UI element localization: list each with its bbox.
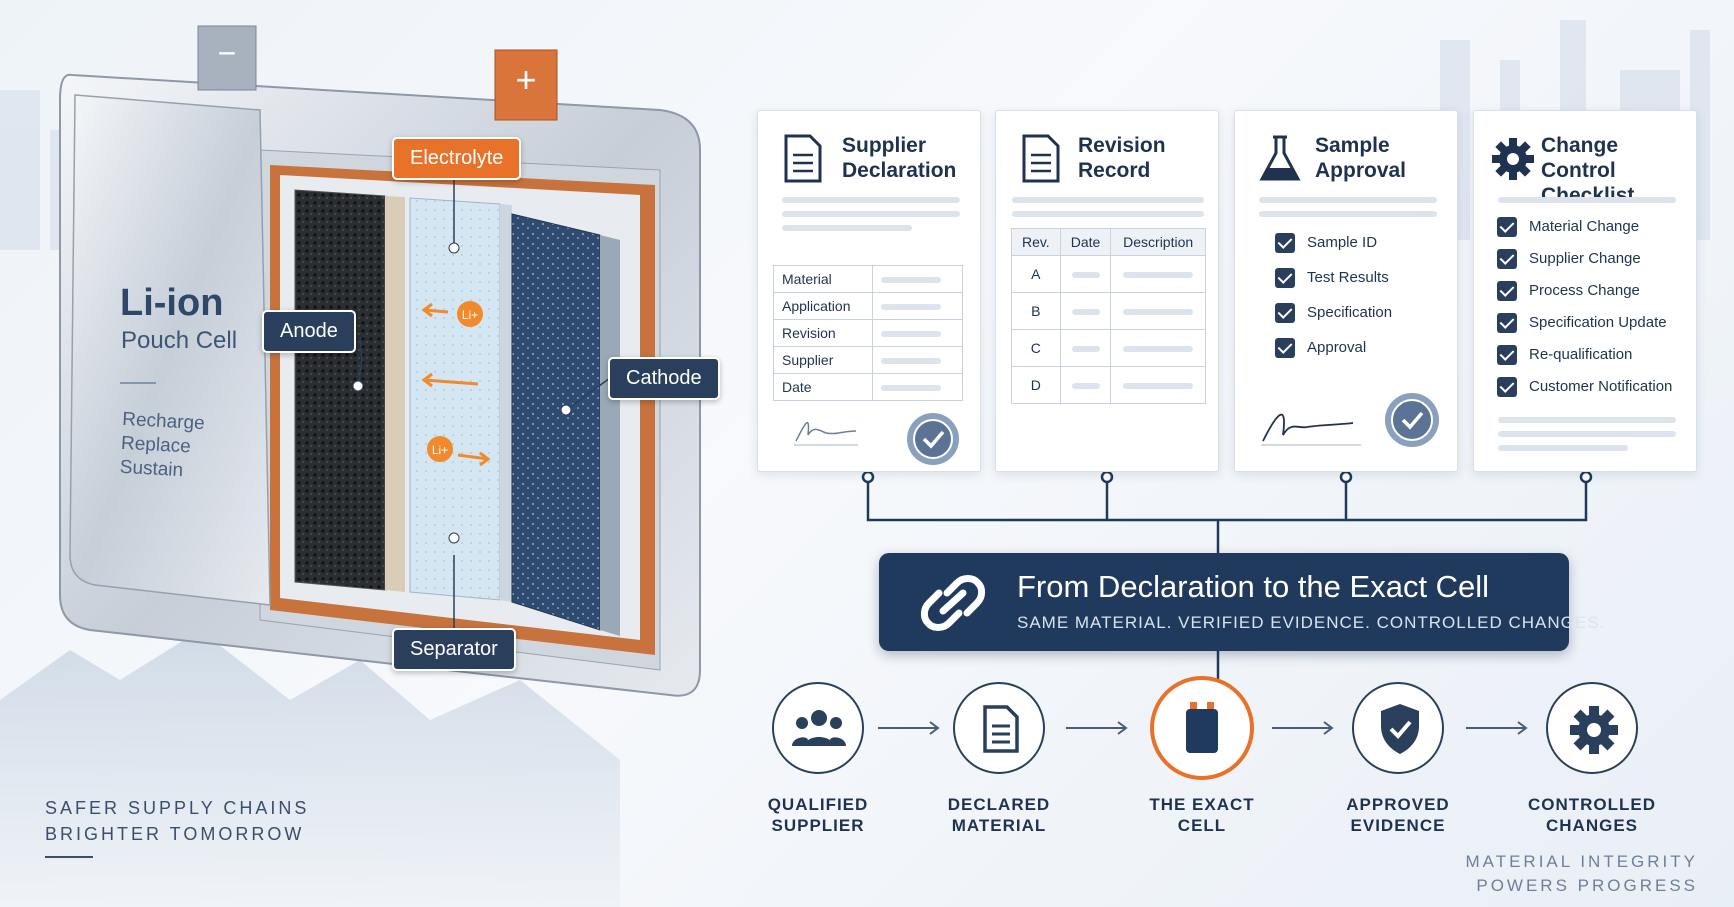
document-icon xyxy=(983,705,1019,753)
table-row: A xyxy=(1011,255,1206,293)
approval-seal-icon xyxy=(1385,393,1439,447)
checklist-item: Supplier Change xyxy=(1497,249,1641,269)
declaration-banner: From Declaration to the Exact Cell SAME … xyxy=(879,553,1604,651)
checklist-item: Material Change xyxy=(1497,217,1639,237)
positive-terminal-sign: + xyxy=(515,59,536,100)
tagline-left: SAFER SUPPLY CHAINS BRIGHTER TOMORROW xyxy=(45,795,309,847)
field-label: Date xyxy=(772,373,874,401)
tagline-rule xyxy=(45,856,93,858)
table-row: D xyxy=(1011,366,1206,404)
tagline-line: BRIGHTER TOMORROW xyxy=(45,824,305,844)
card-title: Revision Record xyxy=(1078,134,1166,182)
sample-approval-card: Sample Approval Sample ID Test Results S… xyxy=(1234,110,1458,472)
pointer-lines xyxy=(357,172,611,628)
people-icon xyxy=(792,710,846,746)
lithium-ions xyxy=(427,301,483,462)
checklist-item: Customer Notification xyxy=(1497,377,1672,397)
tagline-right: MATERIAL INTEGRITY POWERS PROGRESS xyxy=(1465,850,1698,898)
cathode-label: Cathode xyxy=(608,357,720,400)
checked-checkbox-icon xyxy=(1275,233,1295,253)
column-header: Description xyxy=(1110,228,1206,256)
electrolyte-label: Electrolyte xyxy=(392,137,522,180)
checklist-item: Test Results xyxy=(1275,268,1389,288)
step-arrows xyxy=(878,721,1528,735)
svg-text:Li+: Li+ xyxy=(432,443,448,457)
revision-table: Rev. Date Description A B C D xyxy=(1011,228,1206,404)
field-label: Application xyxy=(772,292,874,320)
shield-check-icon xyxy=(1381,704,1419,754)
checked-checkbox-icon xyxy=(1497,345,1517,365)
checked-checkbox-icon xyxy=(1497,313,1517,333)
document-icon xyxy=(784,134,822,183)
checklist-item: Process Change xyxy=(1497,281,1640,301)
field-label: Supplier xyxy=(772,346,874,374)
checked-checkbox-icon xyxy=(1497,377,1517,397)
banner-subtitle: SAME MATERIAL. VERIFIED EVIDENCE. CONTRO… xyxy=(1017,613,1606,632)
tagline-line: POWERS PROGRESS xyxy=(1476,876,1698,895)
negative-terminal-sign: − xyxy=(218,35,237,71)
battery-icon xyxy=(1186,702,1218,753)
checked-checkbox-icon xyxy=(1497,217,1517,237)
checklist-item: Re-qualification xyxy=(1497,345,1632,365)
svg-text:Li+: Li+ xyxy=(462,308,478,322)
checked-checkbox-icon xyxy=(1497,281,1517,301)
anode-label: Anode xyxy=(262,310,356,353)
approval-seal-icon xyxy=(907,413,959,465)
signature xyxy=(1261,413,1361,446)
checklist-item: Specification xyxy=(1275,303,1392,323)
cell-title: Li-ion xyxy=(120,282,224,324)
signature xyxy=(794,422,858,446)
mountains xyxy=(0,630,620,907)
supplier-declaration-card: Supplier Declaration Material Applicatio… xyxy=(757,110,981,472)
declaration-fields-table: Material Application Revision Supplier D… xyxy=(772,265,963,401)
checklist-item: Approval xyxy=(1275,338,1366,358)
separator-label: Separator xyxy=(392,628,516,671)
field-label: Material xyxy=(772,265,874,293)
checked-checkbox-icon xyxy=(1275,338,1295,358)
checked-checkbox-icon xyxy=(1275,268,1295,288)
tagline-line: MATERIAL INTEGRITY xyxy=(1465,852,1698,871)
banner-title: From Declaration to the Exact Cell xyxy=(1017,569,1490,604)
card-title: Sample Approval xyxy=(1315,134,1407,182)
field-label: Revision xyxy=(772,319,874,347)
table-row: C xyxy=(1011,329,1206,367)
flask-icon xyxy=(1259,135,1301,181)
gear-icon xyxy=(1492,138,1534,180)
column-header: Rev. xyxy=(1011,228,1061,256)
negative-terminal xyxy=(197,25,257,91)
revision-record-card: Revision Record Rev. Date Description A … xyxy=(995,110,1219,472)
gear-icon xyxy=(1570,706,1618,754)
tagline-line: SAFER SUPPLY CHAINS xyxy=(45,798,310,818)
factory-silhouette xyxy=(0,20,1710,250)
ion-arrows xyxy=(421,302,491,467)
checklist-item: Specification Update xyxy=(1497,313,1667,333)
card-title: Supplier Declaration xyxy=(842,134,957,182)
document-icon xyxy=(1022,134,1060,183)
table-row: B xyxy=(1011,292,1206,330)
checklist-item: Sample ID xyxy=(1275,233,1377,253)
cell-subtitle: Pouch Cell xyxy=(121,327,238,354)
chain-link-icon xyxy=(920,575,986,631)
checked-checkbox-icon xyxy=(1275,303,1295,323)
column-header: Date xyxy=(1059,228,1112,256)
change-control-card: Change Control Checklist Material Change… xyxy=(1473,110,1697,472)
positive-terminal xyxy=(494,49,558,121)
pouch-cell-illustration: − + Li+ Li+ xyxy=(59,25,701,697)
checked-checkbox-icon xyxy=(1497,249,1517,269)
